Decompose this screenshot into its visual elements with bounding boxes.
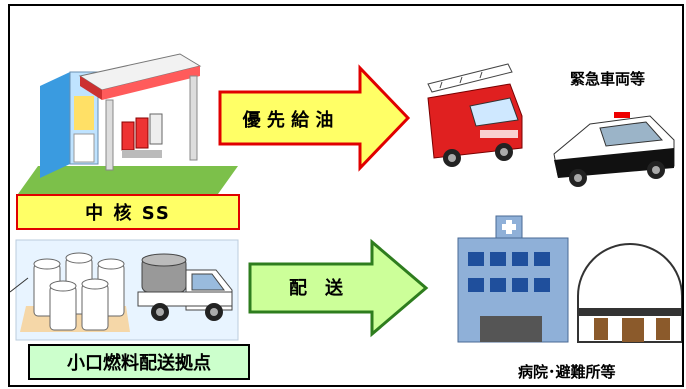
- fuel-depot-label: 小口燃料配送拠点: [28, 344, 250, 380]
- shelter-icon: [577, 243, 682, 343]
- priority-refuel-arrow: 優 先 給 油: [218, 64, 411, 172]
- fire-truck-icon: [427, 63, 523, 167]
- fuel-depot-illustration: [15, 239, 239, 341]
- emergency-vehicles-caption: 緊急車両等: [570, 70, 646, 88]
- gas-station-illustration: [18, 53, 238, 194]
- delivery-arrow: 配 送: [248, 238, 429, 338]
- priority-arrow-label: 優 先 給 油: [242, 109, 334, 131]
- delivery-arrow-label: 配 送: [289, 277, 344, 299]
- illustrations: 優 先 給 油: [10, 53, 682, 343]
- core-ss-label: 中 核 SS: [16, 194, 240, 230]
- hospital-icon: [457, 215, 569, 343]
- diagram-frame: 優 先 給 油: [8, 4, 684, 387]
- hospital-shelter-caption: 病院･避難所等: [518, 363, 616, 381]
- police-car-icon: [553, 112, 675, 187]
